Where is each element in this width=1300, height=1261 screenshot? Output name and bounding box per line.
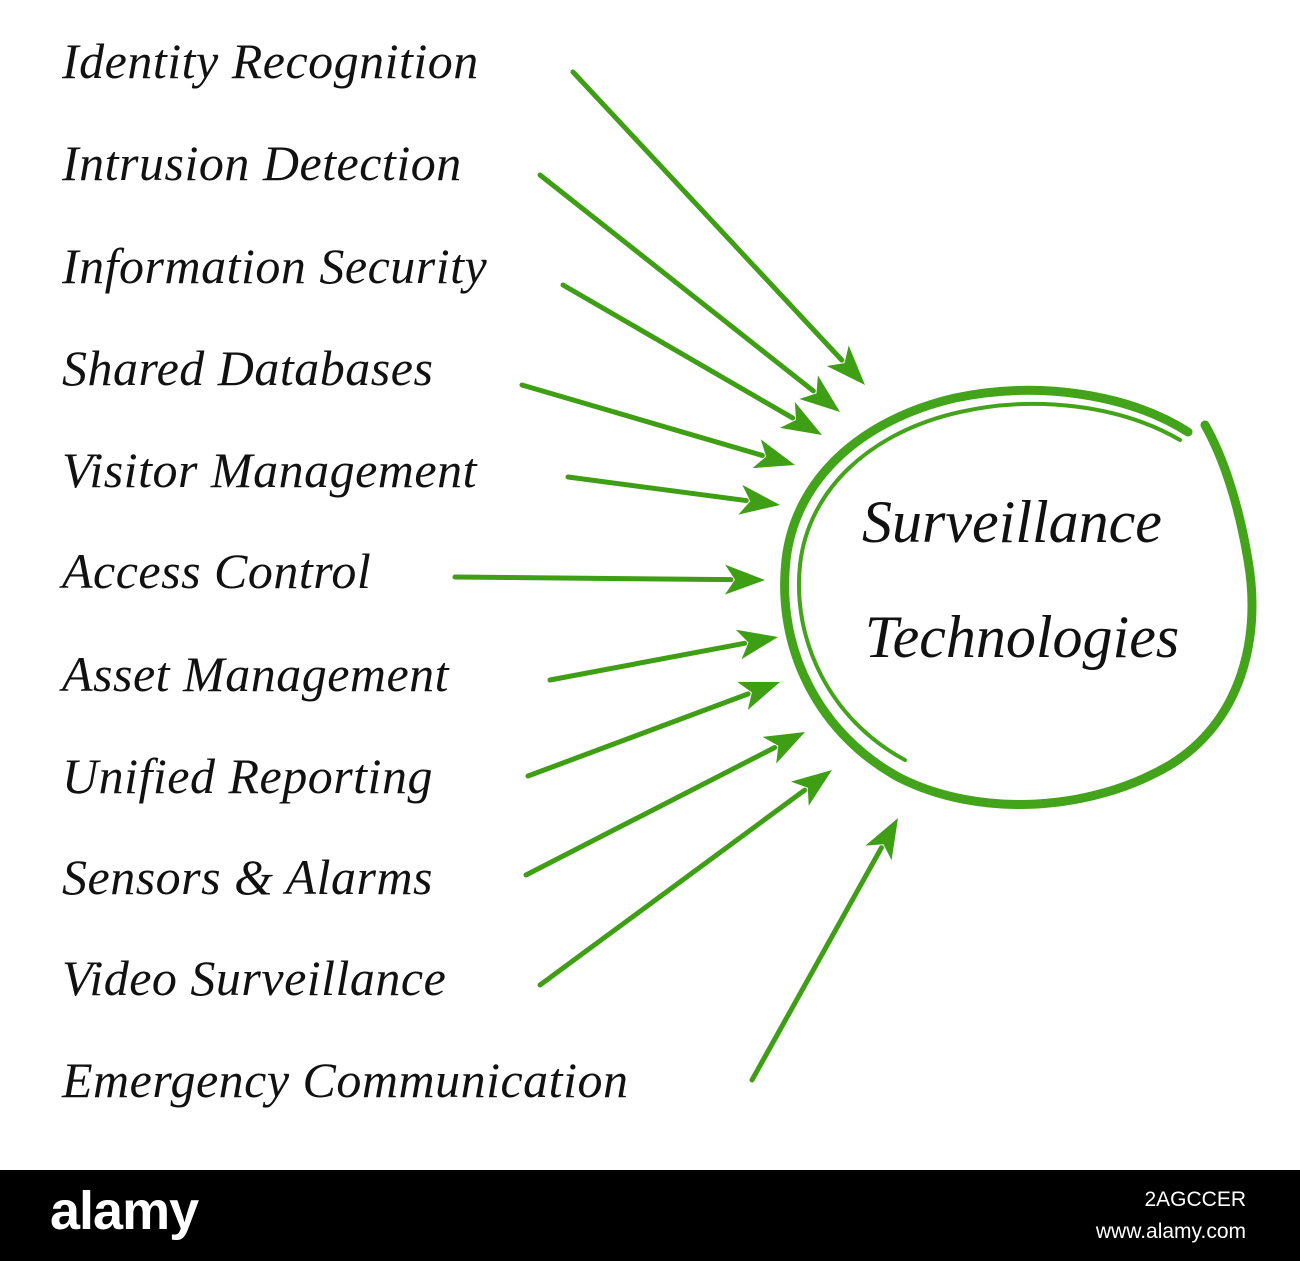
center-title: Surveillance Technologies (862, 489, 1179, 670)
arrow-head (865, 818, 898, 861)
arrow-head (738, 484, 780, 515)
arrow-head (752, 439, 795, 469)
arrow-line (537, 172, 816, 394)
arrow-line (560, 282, 796, 421)
item-label: Sensors & Alarms (62, 849, 433, 905)
arrow-head (724, 564, 765, 595)
item-label: Video Surveillance (62, 950, 446, 1006)
center-title-line-2: Technologies (865, 604, 1179, 670)
center-circle-stroke-inner (797, 401, 1182, 762)
center-circle-stroke (780, 385, 1257, 810)
item-label: Access Control (59, 543, 371, 599)
footer-url: www.alamy.com (1095, 1220, 1246, 1243)
arrow-line (452, 574, 734, 583)
footer-bar: alamy 2AGCCER www.alamy.com (0, 1170, 1300, 1261)
arrow-line (749, 845, 884, 1083)
item-label: Shared Databases (62, 340, 433, 396)
footer-logo: alamy (50, 1181, 199, 1241)
arrows-group (452, 69, 898, 1083)
center-title-line-1: Surveillance (862, 489, 1162, 555)
footer-image-id: 2AGCCER (1144, 1188, 1246, 1211)
item-label: Intrusion Detection (61, 135, 462, 191)
arrow-line (570, 69, 845, 363)
arrow-head (826, 345, 865, 385)
item-label: Asset Management (59, 646, 450, 702)
arrow-head (790, 770, 832, 806)
arrow-line (547, 640, 748, 683)
arrow-head (762, 732, 805, 764)
center-circle (780, 385, 1257, 810)
arrow-line (519, 382, 765, 458)
item-label: Identity Recognition (61, 33, 479, 89)
item-label: Information Security (61, 238, 488, 294)
item-label: Unified Reporting (62, 748, 433, 804)
arrow-head (779, 402, 822, 435)
arrow-head (799, 375, 840, 412)
item-label: Emergency Communication (61, 1052, 628, 1108)
arrow-head (735, 629, 778, 660)
arrow-line (565, 474, 749, 504)
arrow-line (523, 745, 778, 878)
item-label: Visitor Management (62, 442, 478, 498)
arrow-line (537, 787, 808, 988)
arrow-line (525, 691, 751, 779)
arrow-head (737, 681, 780, 710)
